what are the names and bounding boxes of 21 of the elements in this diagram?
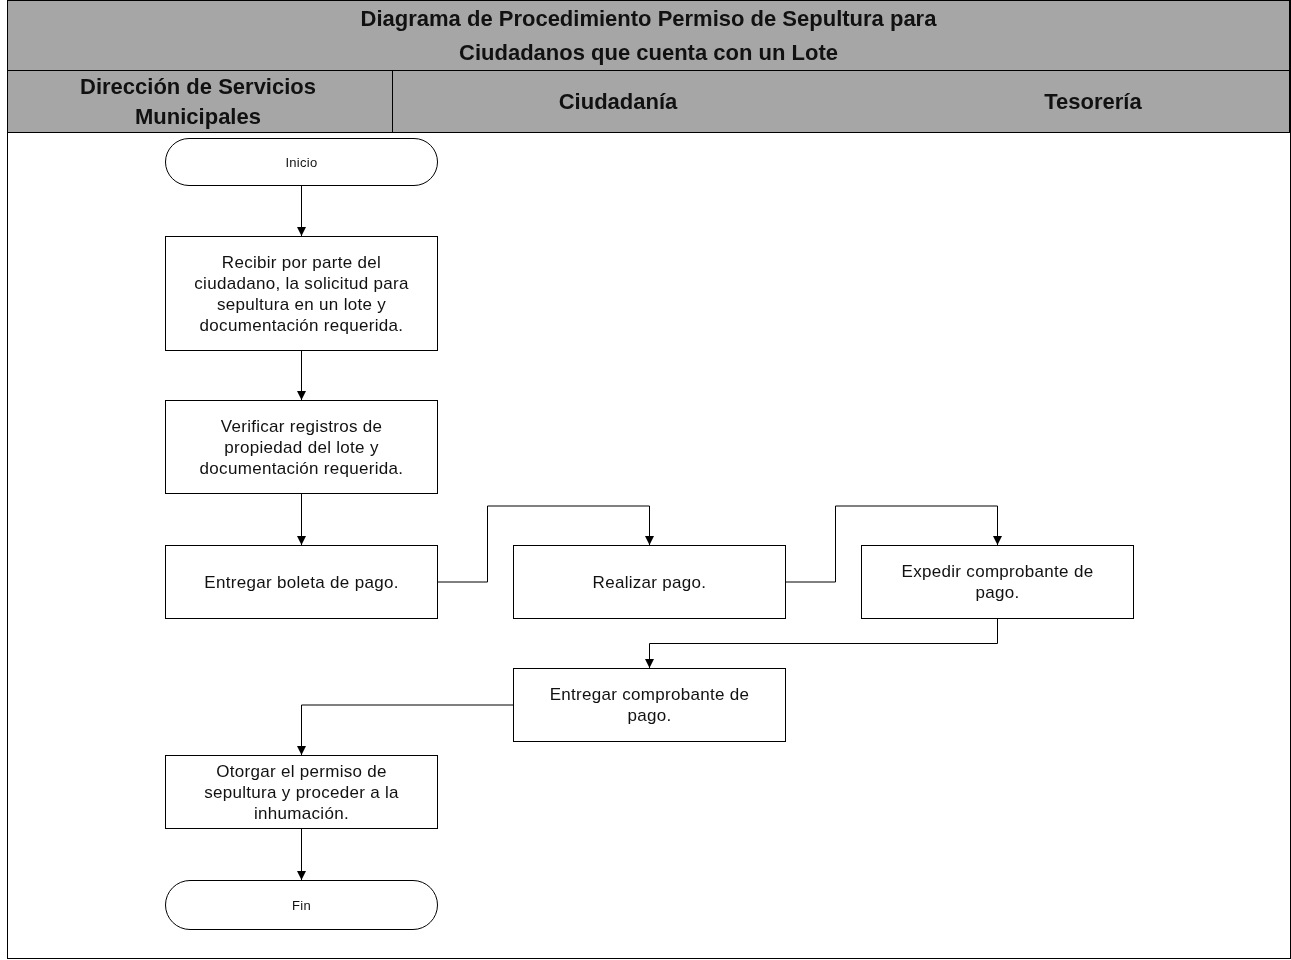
arrow [297,493,306,546]
arrow [645,618,998,669]
process-box: Recibir por parte del ciudadano, la solicitud para sepultura en un lote y documentación requerida. [165,236,438,351]
process-box: Verificar registros de propiedad del lote y documentación requerida. [165,400,438,494]
arrow [297,185,306,237]
terminator-shape: Fin [165,880,438,930]
diagram-title: Diagrama de Procedimiento Permiso de Sepultura para Ciudadanos que cuenta con un Lote [359,4,938,67]
arrow [437,505,654,583]
lane-header: Tesorería [928,71,1258,132]
process-box: Otorgar el permiso de sepultura y proceder a la inhumación. [165,755,438,829]
arrow [297,350,306,401]
process-box: Realizar pago. [513,545,786,619]
arrow [785,505,1002,583]
lane-header: Dirección de Servicios Municipales [38,71,358,132]
process-box: Entregar comprobante de pago. [513,668,786,742]
arrow [297,828,306,881]
arrow [297,704,514,756]
lane-header: Ciudadanía [428,71,808,132]
process-box: Entregar boleta de pago. [165,545,438,619]
process-box: Expedir comprobante de pago. [861,545,1134,619]
terminator-shape: Inicio [165,138,438,186]
